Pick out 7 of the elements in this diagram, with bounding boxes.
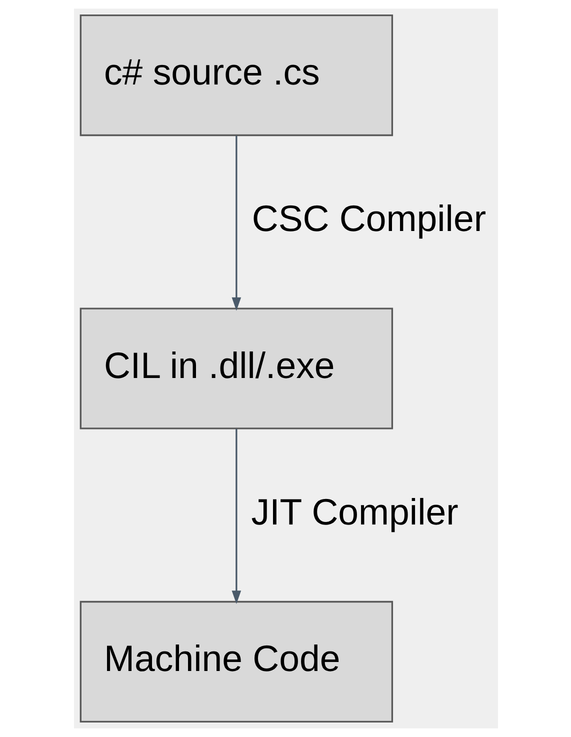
node-box: Machine Code (79, 600, 393, 723)
node-box: c# source .cs (79, 14, 393, 136)
edge-label: CSC Compiler (251, 198, 486, 240)
node-box: CIL in .dll/.exe (79, 308, 393, 430)
arrow (231, 428, 241, 604)
arrow (231, 136, 241, 311)
edge-label: JIT Compiler (250, 491, 458, 532)
